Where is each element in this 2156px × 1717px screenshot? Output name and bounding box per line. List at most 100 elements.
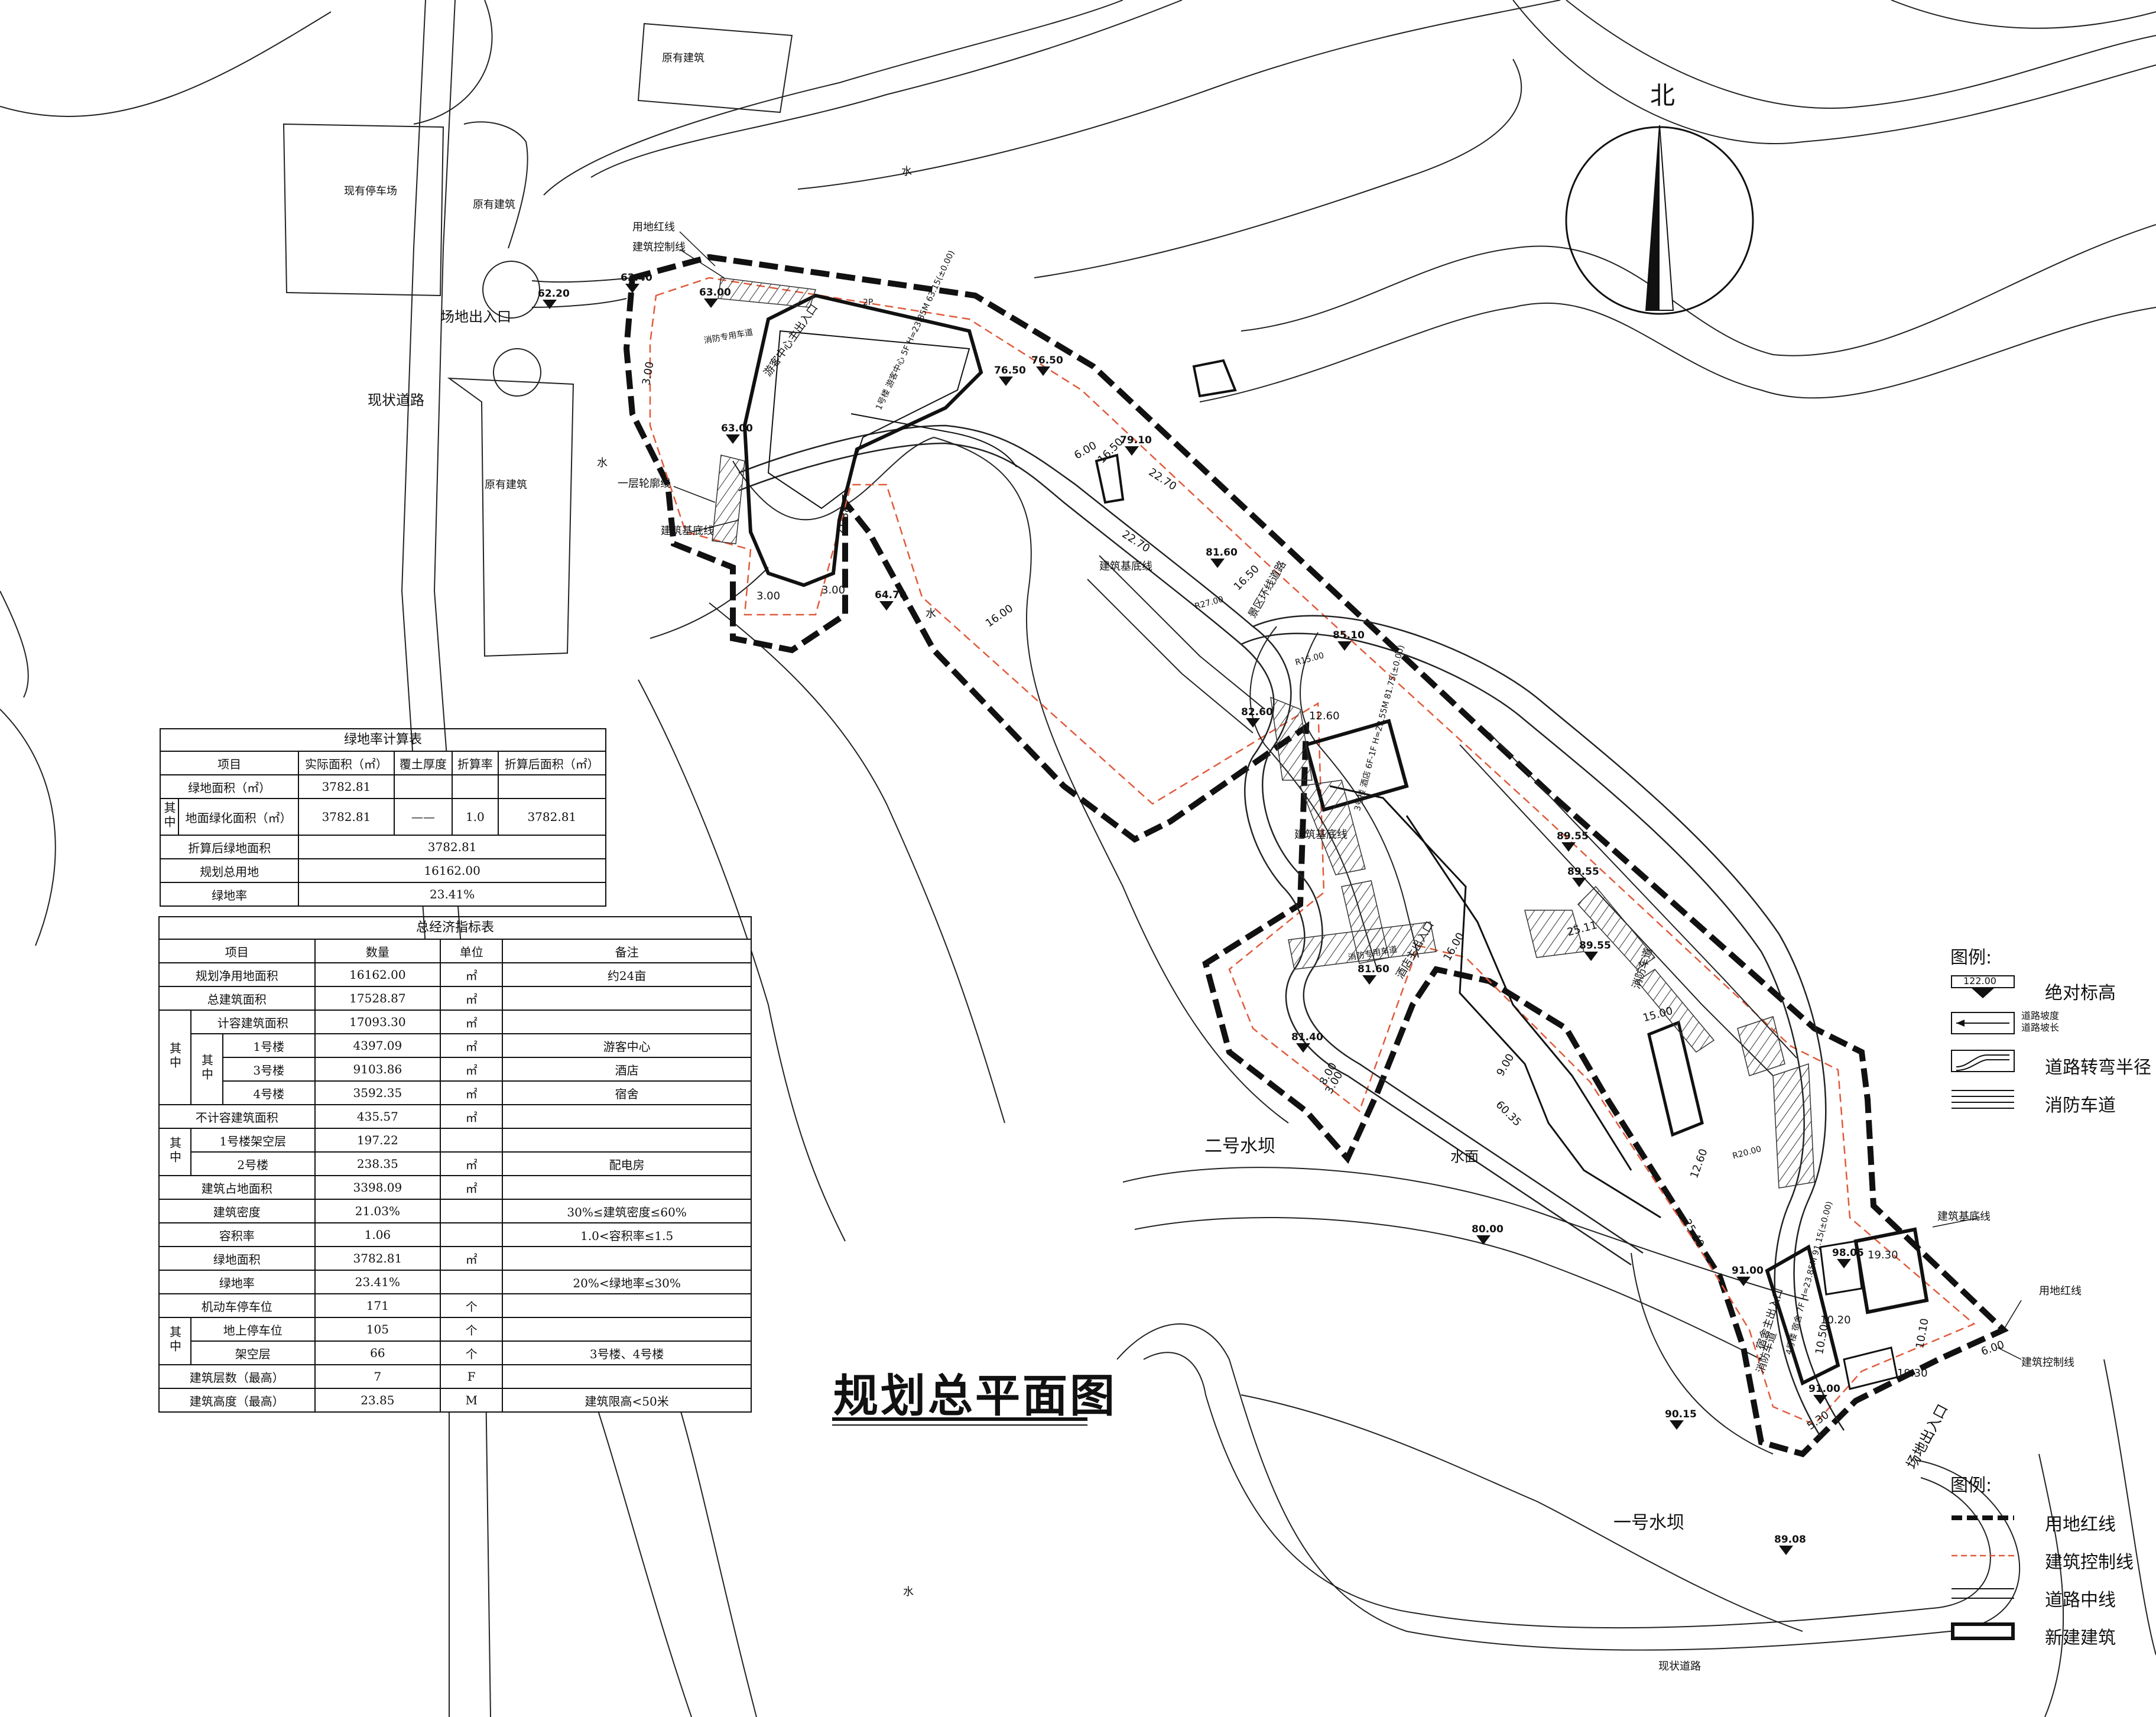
dimension-label: 19.30: [1897, 1367, 1928, 1380]
econ-note: [502, 1364, 752, 1389]
elevation-mark: 64.70: [875, 589, 907, 611]
greening-header: 折算后面积（㎡）: [497, 751, 607, 775]
legend-item-label: 消防车道: [2045, 1095, 2116, 1116]
parking-rows: [712, 277, 1815, 1189]
elevation-mark: 89.55: [1557, 830, 1589, 852]
greening-header: 项目: [159, 751, 300, 775]
label-building-base-left: 建筑基底线: [661, 525, 714, 537]
econ-unit: [440, 1222, 504, 1247]
econ-item: 容积率: [158, 1222, 316, 1247]
label-water-2: 水: [597, 457, 608, 469]
econ-unit: ㎡: [440, 986, 504, 1011]
econ-note: 建筑限高<50米: [502, 1388, 752, 1413]
building-2-distribution: [1095, 359, 1237, 504]
econ-group-label: 其中: [167, 1325, 182, 1354]
econ-header: 备注: [502, 939, 752, 963]
econ-item: 1号楼: [222, 1033, 316, 1058]
elevation-mark: 81.40: [1291, 1031, 1323, 1053]
elevation-mark: 91.00: [1732, 1265, 1764, 1286]
econ-unit: ㎡: [440, 1151, 504, 1176]
greening-cell: 3782.81: [298, 774, 395, 799]
econ-unit: ㎡: [440, 1246, 504, 1271]
econ-table-caption: 总经济指标表: [158, 916, 752, 939]
econ-unit: M: [440, 1388, 504, 1413]
label-existing-road-left: 现状道路: [368, 392, 424, 408]
elevation-mark: 89.08: [1774, 1534, 1806, 1555]
title-underline: [832, 1417, 1087, 1421]
econ-qty: 66: [314, 1341, 441, 1365]
elevation-mark: 62.20: [538, 288, 570, 309]
econ-item: 绿地面积: [158, 1246, 316, 1271]
legend-bottom-title: 图例:: [1950, 1475, 1992, 1496]
elevation-symbol-icon: [1951, 975, 2015, 998]
greening-rate-table: 绿地率计算表 项目 实际面积（㎡） 覆土厚度 折算率 折算后面积（㎡） 绿地面积…: [159, 728, 607, 907]
greening-cell: 3782.81: [298, 798, 395, 836]
greening-cell: 地面绿化面积（㎡）: [177, 798, 300, 836]
econ-item: 建筑层数（最高）: [158, 1364, 316, 1389]
econ-item: 架空层: [190, 1341, 316, 1365]
greening-header: 实际面积（㎡）: [298, 751, 395, 775]
econ-note: 酒店: [502, 1057, 752, 1082]
label-building-base-hotel: 建筑基底线: [1294, 829, 1348, 841]
econ-unit: F: [440, 1364, 504, 1389]
econ-qty: 3398.09: [314, 1175, 441, 1200]
elevation-mark: 89.55: [1567, 866, 1599, 887]
elevation-mark: 91.00: [1808, 1383, 1840, 1404]
label-water-4: 水: [903, 1586, 914, 1598]
existing-buildings: [283, 22, 793, 657]
econ-qty: 238.35: [314, 1151, 441, 1176]
econ-note: [502, 1104, 752, 1129]
existing-roads: [401, 0, 2021, 1717]
econ-qty: 3592.35: [314, 1080, 441, 1105]
econ-header: 单位: [440, 939, 504, 963]
legend-slope-text: 道路坡长: [2021, 1022, 2060, 1033]
econ-unit: ㎡: [440, 962, 504, 987]
econ-unit: ㎡: [440, 1175, 504, 1200]
econ-item: 4号楼: [222, 1080, 316, 1105]
econ-qty: 7: [314, 1364, 441, 1389]
elevation-mark: 63.00: [699, 287, 731, 308]
greening-cell: 16162.00: [298, 858, 606, 883]
greening-table-caption: 绿地率计算表: [160, 728, 606, 751]
econ-note: 游客中心: [502, 1033, 752, 1058]
greening-header: 覆土厚度: [393, 751, 453, 775]
econ-qty: 1.06: [314, 1222, 441, 1247]
econ-note: 1.0<容积率≤1.5: [502, 1222, 752, 1247]
econ-note: [502, 1317, 752, 1342]
label-existing-road-bottom: 现状道路: [1658, 1660, 1701, 1673]
elevation-mark: 98.05: [1832, 1247, 1864, 1268]
label-water-3: 水: [926, 608, 936, 620]
label-building-base-mid: 建筑基底线: [1099, 560, 1152, 573]
econ-qty: 105: [314, 1317, 441, 1342]
legend-bottom: 图例: 用地红线 建筑控制线 道路中线 新建建筑: [1950, 1471, 2145, 1660]
greening-header: 折算率: [452, 751, 499, 775]
new-building-icon: [1951, 1622, 2015, 1640]
elevation-mark: 62.40: [621, 272, 652, 293]
leader-lines: [673, 231, 2022, 1360]
econ-unit: 个: [440, 1317, 504, 1342]
econ-item: 规划净用地面积: [158, 962, 316, 987]
elevation-mark: 79.10: [1120, 434, 1152, 456]
label-2p: 2P: [863, 298, 874, 307]
legend-item-label: 建筑控制线: [2045, 1552, 2134, 1573]
label-land-red-line-right: 用地红线: [2039, 1285, 2082, 1297]
elevation-mark: 85.10: [1333, 629, 1365, 651]
econ-group-cell: 其中: [158, 1128, 191, 1176]
econ-unit: [440, 1199, 504, 1223]
greening-group-label: 其中: [162, 801, 176, 830]
label-water-surface: 水面: [1450, 1148, 1479, 1165]
label-existing-building-top: 原有建筑: [662, 52, 704, 64]
econ-item: 建筑高度（最高）: [158, 1388, 316, 1413]
label-building-base-right: 建筑基底线: [1937, 1210, 1991, 1223]
building-1-visitor-center: [742, 293, 1017, 588]
legend-slope-text: 道路坡度: [2021, 1010, 2060, 1021]
econ-item: 1号楼架空层: [190, 1128, 316, 1153]
fire-lane-icon: [1952, 1090, 2014, 1109]
econ-unit: 个: [440, 1293, 504, 1318]
econ-header: 数量: [314, 939, 441, 963]
elevation-mark: 76.50: [994, 365, 1026, 386]
land-red-line: [623, 254, 2009, 1458]
greening-cell: [452, 774, 499, 799]
